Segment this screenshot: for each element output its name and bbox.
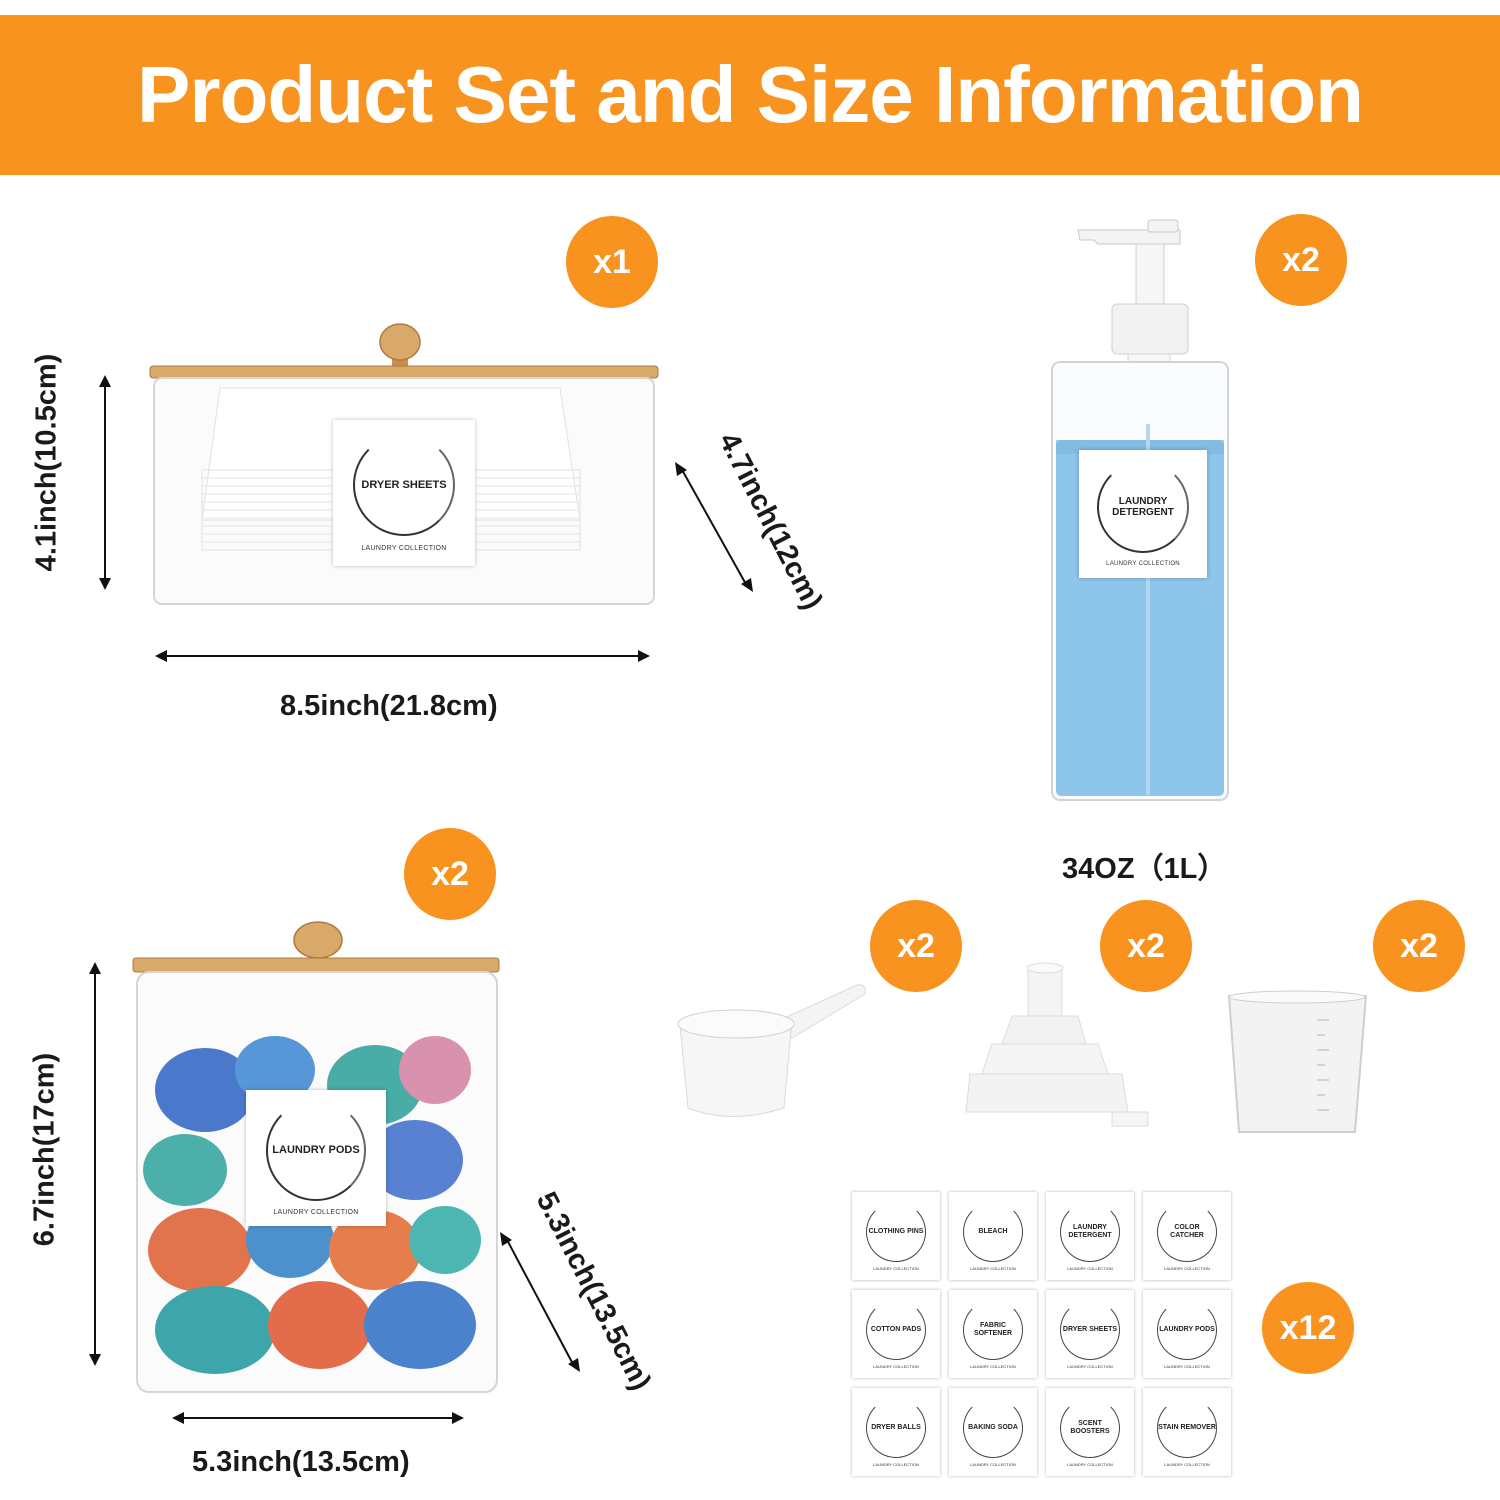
sticker-name: DRYER SHEETS [1062,1325,1118,1333]
sticker-collection: LAUNDRY COLLECTION [970,1363,1016,1369]
box-height-arrow [99,375,111,590]
wreath-icon: BAKING SODA [963,1397,1023,1458]
wreath-icon: DRYER SHEETS [352,434,456,537]
box-height-text: 4.1inch(10.5cm) [30,353,63,572]
box-width-arrow [155,650,650,662]
bottle-label-card: LAUNDRY DETERGENT LAUNDRY COLLECTION [1079,450,1207,578]
sticker-name: LAUNDRY PODS [1159,1325,1215,1333]
wreath-icon: COTTON PADS [866,1299,926,1360]
jar-height-arrow [89,962,101,1366]
box-quantity-badge: x1 [566,216,658,308]
bottle-label-name: LAUNDRY DETERGENT [1112,496,1174,519]
sticker-collection: LAUNDRY COLLECTION [1164,1461,1210,1467]
label-sticker: CLOTHING PINS LAUNDRY COLLECTION [852,1192,940,1280]
funnel-quantity-badge: x2 [1100,900,1192,992]
label-sticker: COLOR CATCHER LAUNDRY COLLECTION [1143,1192,1231,1280]
box-label-card: DRYER SHEETS LAUNDRY COLLECTION [333,420,475,566]
label-sticker: BLEACH LAUNDRY COLLECTION [949,1192,1037,1280]
label-sticker: STAIN REMOVER LAUNDRY COLLECTION [1143,1388,1231,1476]
sticker-collection: LAUNDRY COLLECTION [970,1461,1016,1467]
jar-width-arrow [172,1412,464,1424]
wreath-icon: CLOTHING PINS [866,1201,926,1262]
jar-label-card: LAUNDRY PODS LAUNDRY COLLECTION [246,1090,386,1226]
bottle-quantity-badge: x2 [1255,214,1347,306]
jar-quantity-badge: x2 [404,828,496,920]
label-sticker: BAKING SODA LAUNDRY COLLECTION [949,1388,1037,1476]
wreath-icon: LAUNDRY PODS [1157,1299,1217,1360]
measuring-scoop-image [677,984,866,1117]
label-sticker: LAUNDRY DETERGENT LAUNDRY COLLECTION [1046,1192,1134,1280]
measuring-cup-image [1227,990,1368,1133]
sticker-collection: LAUNDRY COLLECTION [1067,1461,1113,1467]
jar-height-text: 6.7inch(17cm) [28,1052,61,1247]
label-sticker-grid: CLOTHING PINS LAUNDRY COLLECTION BLEACH LA… [852,1192,1231,1476]
label-sticker: SCENT BOOSTERS LAUNDRY COLLECTION [1046,1388,1134,1476]
label-sticker: DRYER BALLS LAUNDRY COLLECTION [852,1388,940,1476]
sticker-collection: LAUNDRY COLLECTION [1067,1265,1113,1271]
wreath-icon: LAUNDRY DETERGENT [1060,1201,1120,1262]
sticker-collection: LAUNDRY COLLECTION [1164,1265,1210,1271]
box-label-name: DRYER SHEETS [361,479,447,492]
box-depth-arrow [675,462,753,592]
sticker-name: LAUNDRY DETERGENT [1068,1223,1112,1239]
sticker-collection: LAUNDRY COLLECTION [970,1265,1016,1271]
sticker-name: FABRIC SOFTENER [973,1321,1013,1337]
sticker-collection: LAUNDRY COLLECTION [1164,1363,1210,1369]
bottle-volume-text: 34OZ（1L） [1062,853,1227,885]
sticker-name: COTTON PADS [870,1325,922,1333]
jar-width-text: 5.3inch(13.5cm) [192,1446,410,1478]
sticker-collection: LAUNDRY COLLECTION [873,1265,919,1271]
wreath-icon: DRYER BALLS [866,1397,926,1458]
jar-label-name: LAUNDRY PODS [272,1144,360,1157]
labels-quantity-badge: x12 [1262,1282,1354,1374]
wreath-icon: LAUNDRY PODS [265,1099,367,1201]
sticker-collection: LAUNDRY COLLECTION [1067,1363,1113,1369]
sticker-name: DRYER BALLS [871,1423,921,1431]
label-sticker: FABRIC SOFTENER LAUNDRY COLLECTION [949,1290,1037,1378]
sticker-collection: LAUNDRY COLLECTION [873,1461,919,1467]
cup-quantity-badge: x2 [1373,900,1465,992]
title-banner: Product Set and Size Information [0,15,1500,175]
sticker-name: CLOTHING PINS [868,1227,924,1235]
jar-label-collection: LAUNDRY COLLECTION [273,1209,359,1217]
funnel-image [965,962,1149,1127]
page-title: Product Set and Size Information [137,50,1364,139]
wreath-icon: SCENT BOOSTERS [1060,1397,1120,1458]
box-width-text: 8.5inch(21.8cm) [280,690,498,722]
label-sticker: DRYER SHEETS LAUNDRY COLLECTION [1046,1290,1134,1378]
sticker-name: SCENT BOOSTERS [1070,1419,1110,1435]
sticker-name: STAIN REMOVER [1158,1423,1216,1431]
sticker-name: BAKING SODA [968,1423,1018,1431]
sticker-name: COLOR CATCHER [1170,1223,1204,1239]
wreath-icon: LAUNDRY DETERGENT [1096,461,1190,554]
scoop-quantity-badge: x2 [870,900,962,992]
wreath-icon: COLOR CATCHER [1157,1201,1217,1262]
sticker-name: BLEACH [978,1227,1008,1235]
label-sticker: COTTON PADS LAUNDRY COLLECTION [852,1290,940,1378]
bottle-label-collection: LAUNDRY COLLECTION [1106,560,1180,567]
wreath-icon: STAIN REMOVER [1157,1397,1217,1458]
jar-depth-arrow [500,1232,580,1372]
wreath-icon: BLEACH [963,1201,1023,1262]
label-sticker: LAUNDRY PODS LAUNDRY COLLECTION [1143,1290,1231,1378]
sticker-collection: LAUNDRY COLLECTION [873,1363,919,1369]
wreath-icon: DRYER SHEETS [1060,1299,1120,1360]
wreath-icon: FABRIC SOFTENER [963,1299,1023,1360]
box-label-collection: LAUNDRY COLLECTION [361,544,447,552]
